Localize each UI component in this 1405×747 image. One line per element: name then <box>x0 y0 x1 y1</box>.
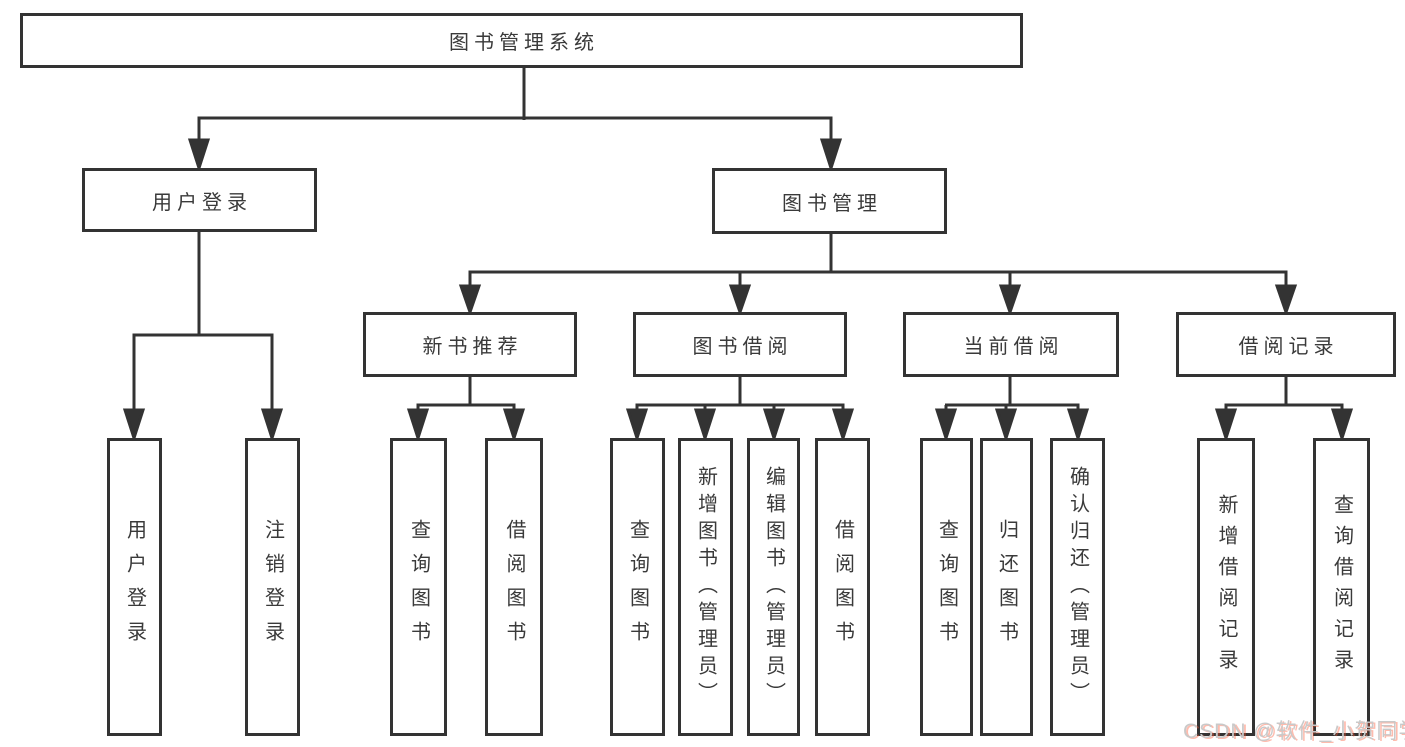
leaf-logout: 注销登录 <box>245 438 300 736</box>
node-book-borrowing: 图书借阅 <box>633 312 847 377</box>
connector-records-to-leaves <box>1214 377 1354 443</box>
node-user-login: 用户登录 <box>82 168 317 232</box>
leaf-borrow-books-recommend-label: 借阅图书 <box>503 519 525 655</box>
csdn-watermark: CSDN @软件_小贺同学 <box>1183 720 1405 743</box>
leaf-return-book-label: 归还图书 <box>995 519 1018 655</box>
leaf-add-borrow-record: 新增借阅记录 <box>1197 438 1255 736</box>
leaf-query-books-borrowing-label: 查询图书 <box>626 519 649 655</box>
leaf-query-borrow-record: 查询借阅记录 <box>1313 438 1370 736</box>
node-current-borrowing: 当前借阅 <box>903 312 1119 377</box>
connector-currentborrow-to-leaves <box>934 377 1090 443</box>
leaf-borrow-book-label: 借阅图书 <box>831 519 854 655</box>
node-borrowing-records: 借阅记录 <box>1176 312 1396 377</box>
leaf-borrow-book: 借阅图书 <box>815 438 870 736</box>
leaf-add-book-admin: 新增图书（管理员） <box>678 438 733 736</box>
leaf-edit-book-admin: 编辑图书（管理员） <box>747 438 800 736</box>
leaf-user-login: 用户登录 <box>107 438 162 736</box>
leaf-confirm-return-admin-label: 确认归还（管理员） <box>1066 465 1089 709</box>
node-book-management: 图书管理 <box>712 168 947 234</box>
leaf-add-borrow-record-label: 新增借阅记录 <box>1215 494 1237 680</box>
connector-bookmgmt-to-level3 <box>458 234 1298 317</box>
leaf-query-books-current-label: 查询图书 <box>935 519 958 655</box>
leaf-query-books-recommend: 查询图书 <box>390 438 447 736</box>
leaf-confirm-return-admin: 确认归还（管理员） <box>1050 438 1105 736</box>
leaf-query-books-recommend-label: 查询图书 <box>407 519 430 655</box>
leaf-edit-book-admin-label: 编辑图书（管理员） <box>762 465 785 709</box>
leaf-user-login-label: 用户登录 <box>123 519 146 655</box>
leaf-query-borrow-record-label: 查询借阅记录 <box>1330 494 1353 680</box>
node-library-management-system: 图书管理系统 <box>20 13 1023 68</box>
leaf-query-books-current: 查询图书 <box>920 438 973 736</box>
leaf-add-book-admin-label: 新增图书（管理员） <box>694 465 717 709</box>
leaf-borrow-books-recommend: 借阅图书 <box>485 438 543 736</box>
leaf-query-books-borrowing: 查询图书 <box>610 438 665 736</box>
connector-newbook-to-leaves <box>406 377 526 443</box>
connector-root-to-level2 <box>187 68 843 173</box>
connector-userlogin-to-leaves <box>122 232 284 443</box>
node-new-book-recommend: 新书推荐 <box>363 312 577 377</box>
connector-bookborrow-to-leaves <box>625 377 855 443</box>
leaf-return-book: 归还图书 <box>980 438 1033 736</box>
leaf-logout-label: 注销登录 <box>261 519 284 655</box>
